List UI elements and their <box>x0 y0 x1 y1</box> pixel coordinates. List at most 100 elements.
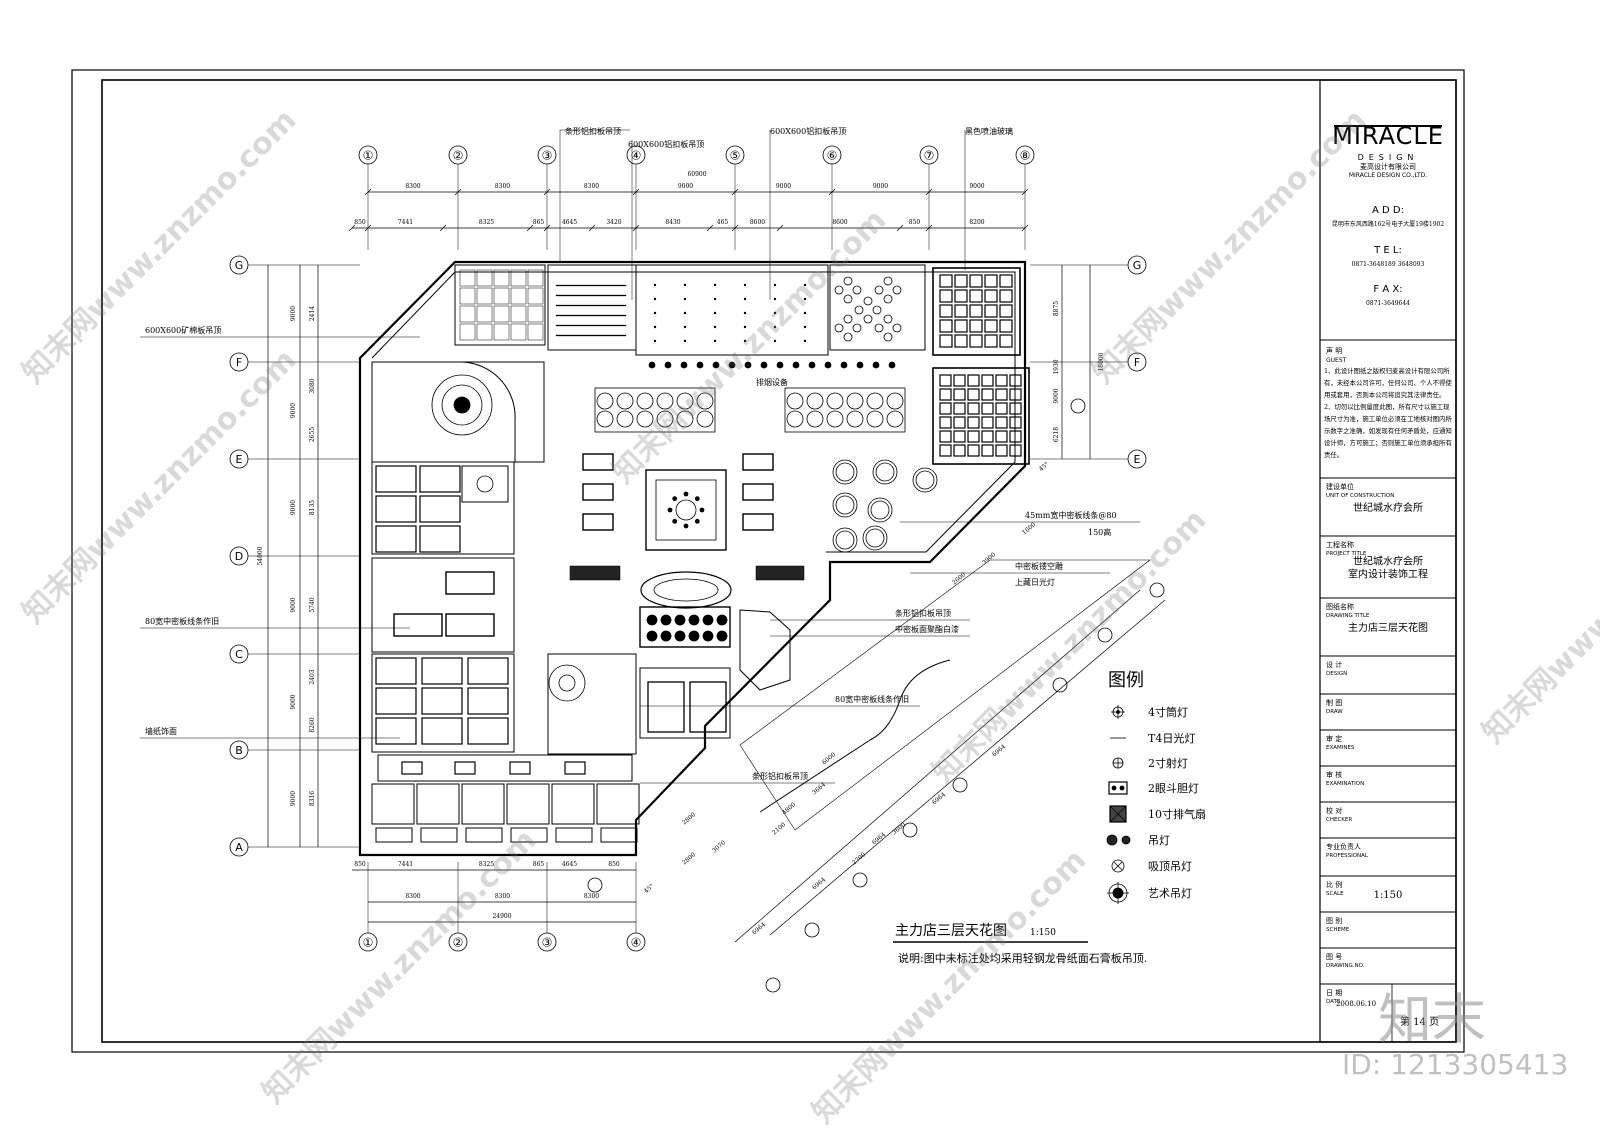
glass-cell <box>954 274 968 288</box>
ceiling-tile <box>493 323 510 341</box>
bottom-panel <box>555 827 593 843</box>
glass-cell <box>981 444 994 457</box>
dim-sub-bottom: 865 <box>533 861 545 868</box>
glass-cell <box>999 319 1013 333</box>
titleblock-value: 世纪城水疗会所 <box>1353 555 1423 568</box>
ceiling-tile <box>476 269 493 287</box>
titleblock-label-en: SCHEME <box>1326 927 1350 933</box>
round-pendant-inner <box>875 462 895 482</box>
ceiling-tile <box>527 305 544 323</box>
glass-cell <box>954 304 968 318</box>
downlight <box>743 297 747 301</box>
round-pendant <box>832 527 858 553</box>
recessed-panel <box>582 483 614 501</box>
glass-cell <box>995 402 1008 415</box>
titleblock-label-en: UNIT OF CONSTRUCTION <box>1326 493 1394 499</box>
downlight <box>683 297 687 301</box>
callout-right1b: 150高 <box>1088 527 1111 537</box>
recessed-panel <box>582 453 614 471</box>
glass-cell <box>984 289 998 303</box>
downlight <box>683 325 687 329</box>
legend-label: 吊灯 <box>1148 834 1170 847</box>
glass-cell <box>939 334 953 348</box>
titleblock-label-cn: 日 期 <box>1326 989 1342 997</box>
svg-text:DESIGN: DESIGN <box>1358 153 1419 162</box>
glass-cell <box>953 388 966 401</box>
lamp <box>636 410 654 428</box>
diag-axis-bubble <box>804 922 820 938</box>
dim-sub: 850 <box>354 219 366 226</box>
svg-text:昆明市东风西路162号电子大厦19楼1902: 昆明市东风西路162号电子大厦19楼1902 <box>1332 220 1445 228</box>
downlight <box>743 339 747 343</box>
dim-sub-right: 9000 <box>1053 388 1060 403</box>
dim-tick <box>776 224 784 232</box>
ceiling-tile <box>527 287 544 305</box>
diag-dim-label: 2700 <box>851 851 867 866</box>
axis-label-left: D <box>235 550 243 563</box>
axis-label-bottom: ② <box>453 936 464 950</box>
glass-cell <box>1009 430 1022 443</box>
axis-label-bottom: ① <box>363 936 374 950</box>
glass-cell <box>999 304 1013 318</box>
glass-cell <box>939 319 953 333</box>
titleblock-label-cn: 建设单位 <box>1326 482 1354 491</box>
stair-chandelier-inner <box>558 674 576 692</box>
axis-label-left: F <box>236 356 242 369</box>
spotlight <box>776 361 784 369</box>
cabinet-panel <box>375 465 417 493</box>
legend-title: 图例 <box>1108 670 1144 691</box>
axis-label-top: ⑤ <box>730 149 741 163</box>
round-pendant-inner <box>835 530 855 550</box>
recessed-panel <box>742 483 774 501</box>
dim-span-left: 9000 <box>290 403 297 418</box>
dim-sub-bottom: 850 <box>354 861 366 868</box>
exhaust-grille <box>569 565 621 581</box>
downlight <box>713 339 717 343</box>
pendant-lamp <box>883 294 893 304</box>
recessed-panel <box>742 453 774 471</box>
glass-cell <box>939 304 953 318</box>
glass-cell <box>981 388 994 401</box>
pendant-lamp <box>863 314 873 324</box>
diag-axis-bubble <box>852 872 868 888</box>
diag-dim-label: 6964 <box>871 831 887 846</box>
ceiling-tile <box>459 269 476 287</box>
drawing-title: 主力店三层天花图 <box>895 923 1007 939</box>
diag-dim <box>734 589 1141 943</box>
art-chandelier <box>675 499 697 521</box>
titleblock-label-cn: 图纸名称 <box>1326 602 1354 611</box>
glass-cell <box>939 374 952 387</box>
glass-cell <box>939 388 952 401</box>
downlight <box>803 297 807 301</box>
dim-sub-right: 1930 <box>1053 359 1060 374</box>
dim-tick <box>925 188 933 196</box>
legend-double-spot-icon <box>1108 781 1128 795</box>
room-center-low <box>639 667 731 739</box>
downlight <box>803 311 807 315</box>
pendant-lamp <box>843 332 853 342</box>
glass-cell <box>969 334 983 348</box>
chandelier-bead <box>672 496 678 502</box>
dim-span-bottom: 8300 <box>495 893 510 900</box>
dim-tick <box>588 224 596 232</box>
glass-cell <box>1009 388 1022 401</box>
titleblock-label-en: EXAMINATION <box>1326 781 1364 787</box>
lamp <box>656 392 674 410</box>
lamp <box>886 410 904 428</box>
grid-lamp <box>660 630 672 642</box>
axis-label-left: C <box>235 648 243 661</box>
downlight <box>683 283 687 287</box>
dim-tick <box>706 224 714 232</box>
room-top-ceiling <box>635 264 829 356</box>
pendant-lamp <box>852 285 862 295</box>
lamp <box>866 392 884 410</box>
lamp <box>806 410 824 428</box>
dim-span-bottom: 8300 <box>405 893 420 900</box>
dim-sub: 8200 <box>969 219 984 226</box>
lamp <box>656 410 674 428</box>
glass-cell <box>995 416 1008 429</box>
dim-sub: 7441 <box>398 219 413 226</box>
spotlight <box>696 361 704 369</box>
titleblock-label-cn: 比 例 <box>1326 880 1342 889</box>
axis-label-left: E <box>236 453 243 466</box>
